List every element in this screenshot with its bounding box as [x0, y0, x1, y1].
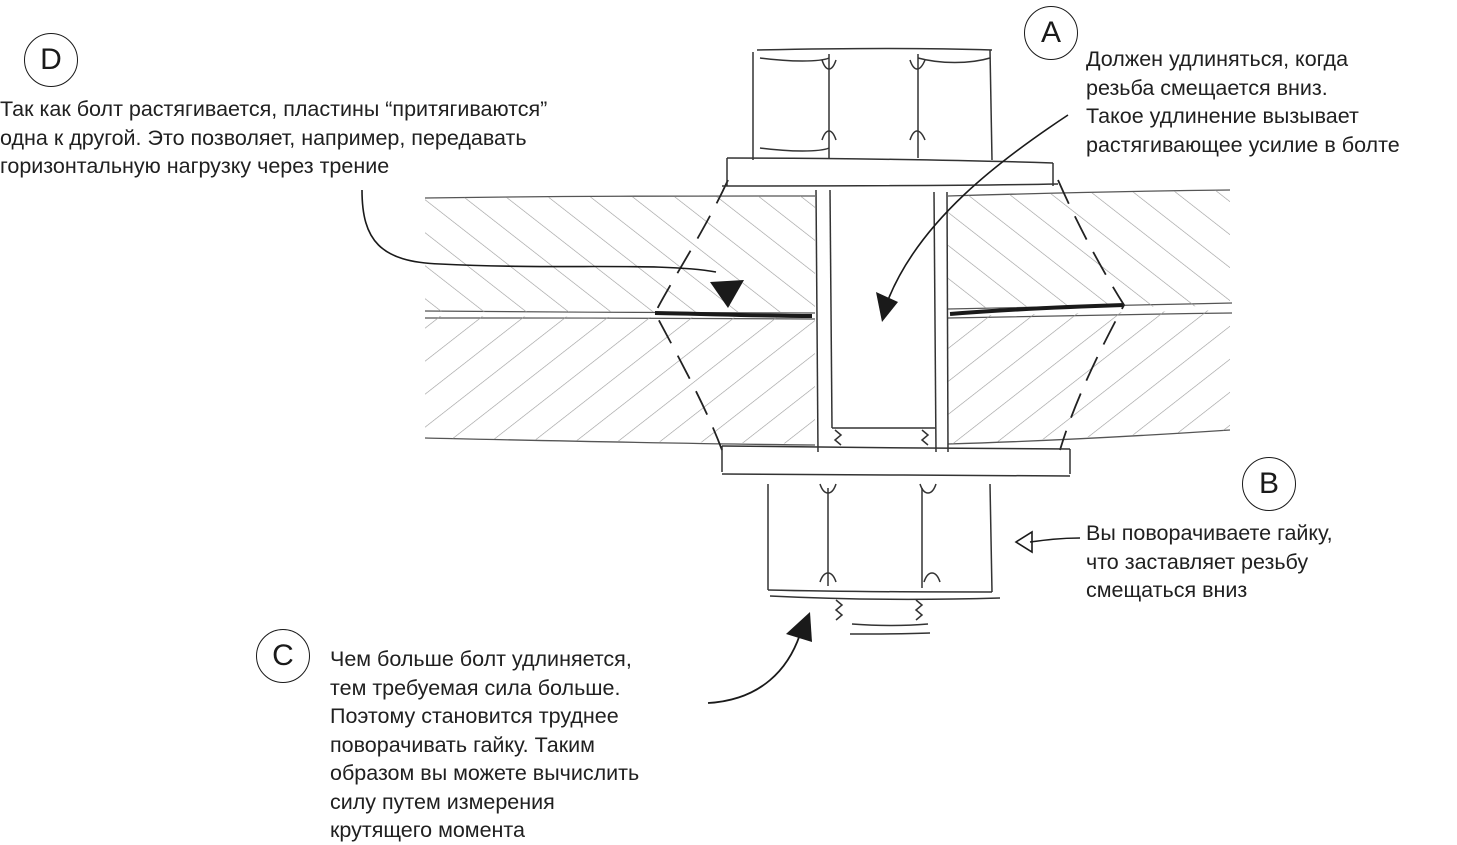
note-b-text: Вы поворачиваете гайку, что заставляет р…	[1086, 521, 1333, 602]
note-a-text: Должен удлиняться, когда резьба смещаетс…	[1086, 47, 1400, 157]
bolt-head	[752, 47, 993, 161]
top-washer	[721, 157, 1059, 187]
note-c-text: Чем больше болт удлиняется, тем требуема…	[330, 647, 640, 842]
nut	[767, 483, 1001, 601]
arrow-a	[876, 114, 1069, 322]
arrow-c	[707, 612, 812, 704]
callout-c-marker: C	[256, 629, 310, 683]
bottom-washer	[721, 445, 1071, 477]
arrow-d	[361, 189, 744, 308]
note-d-text: Так как болт растягивается, пластины “пр…	[0, 97, 548, 178]
callout-b-marker: B	[1242, 457, 1296, 511]
bolt-shank	[815, 189, 949, 453]
upper-plate	[424, 189, 1233, 314]
arrow-b	[1014, 530, 1081, 554]
plate-contact-line	[654, 303, 1125, 318]
callout-d-marker: D	[24, 33, 78, 87]
callout-a-marker: A	[1024, 6, 1078, 60]
lower-plate	[424, 310, 1233, 446]
pressure-cone	[653, 179, 1126, 451]
bolt-tip	[834, 599, 931, 635]
